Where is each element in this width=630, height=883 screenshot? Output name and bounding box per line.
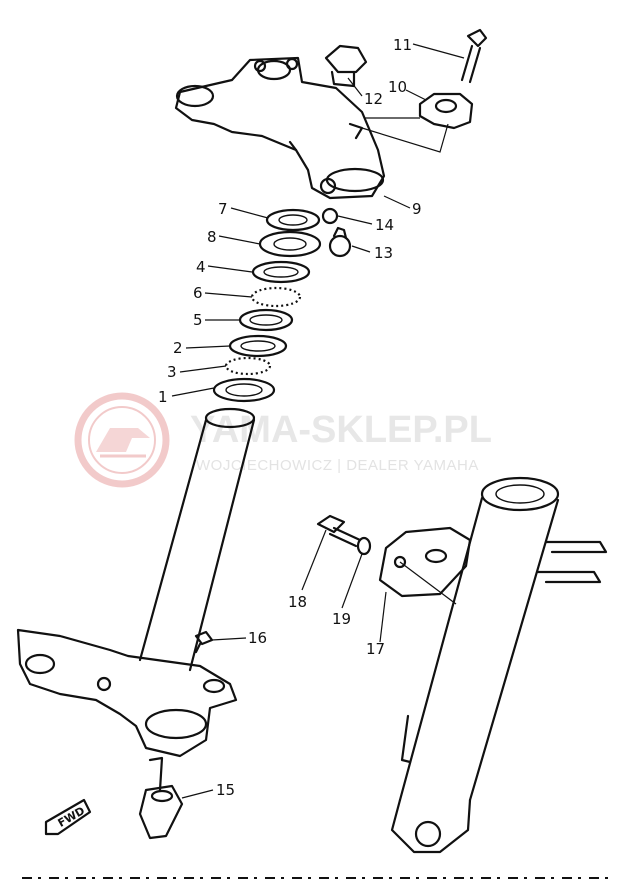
watermark: YAMA-SKLEP.PL WOJCIECHOWICZ | DEALER YAM…	[74, 392, 492, 488]
race-2	[228, 334, 288, 358]
bolt-16	[194, 630, 214, 654]
callout-12: 12	[364, 90, 383, 108]
callout-10: 10	[388, 78, 407, 96]
assembly-guide	[361, 117, 449, 153]
cable-guide-15	[138, 756, 184, 840]
race-4	[251, 260, 311, 284]
upper-bracket	[174, 56, 386, 200]
watermark-subtitle: WOJCIECHOWICZ | DEALER YAMAHA	[196, 457, 479, 474]
ball-bearing-3	[224, 356, 272, 376]
bracket-17	[378, 526, 472, 598]
callout-7: 7	[218, 200, 228, 218]
callout-16: 16	[248, 629, 267, 647]
callout-5: 5	[193, 311, 203, 329]
steering-stem	[16, 407, 256, 758]
callout-8: 8	[207, 228, 217, 246]
watermark-logo	[74, 392, 170, 488]
callout-1: 1	[158, 388, 168, 406]
cap-13	[328, 226, 352, 258]
callouts: 1 2 3 4 5 6 7 8 9 10 11 12 13 14 15 16 1…	[158, 36, 422, 799]
ring-nut	[265, 208, 321, 232]
callout-19: 19	[332, 610, 351, 628]
race-5	[238, 308, 294, 332]
callout-4: 4	[196, 258, 206, 276]
callout-9: 9	[412, 200, 422, 218]
washer-8	[258, 230, 322, 258]
handle-holder	[418, 92, 474, 130]
holder-bolt	[460, 28, 488, 84]
fork-tube	[390, 476, 608, 854]
callout-17: 17	[366, 640, 385, 658]
watermark-title: YAMA-SKLEP.PL	[190, 409, 492, 451]
callout-3: 3	[167, 363, 177, 381]
race-1	[212, 377, 276, 403]
fwd-arrow: FWD	[44, 798, 92, 836]
callout-15: 15	[216, 781, 235, 799]
ball-bearing-6	[250, 286, 302, 308]
callout-18: 18	[288, 593, 307, 611]
washer-14	[321, 207, 339, 225]
callout-13: 13	[374, 244, 393, 262]
callout-14: 14	[375, 216, 394, 234]
callout-2: 2	[173, 339, 183, 357]
callout-11: 11	[393, 36, 412, 54]
bracket-guide	[399, 561, 457, 605]
crown-nut	[324, 44, 368, 88]
bolt-18	[316, 514, 362, 548]
leader-lines	[171, 43, 465, 799]
washer-19	[356, 536, 372, 556]
callout-6: 6	[193, 284, 203, 302]
